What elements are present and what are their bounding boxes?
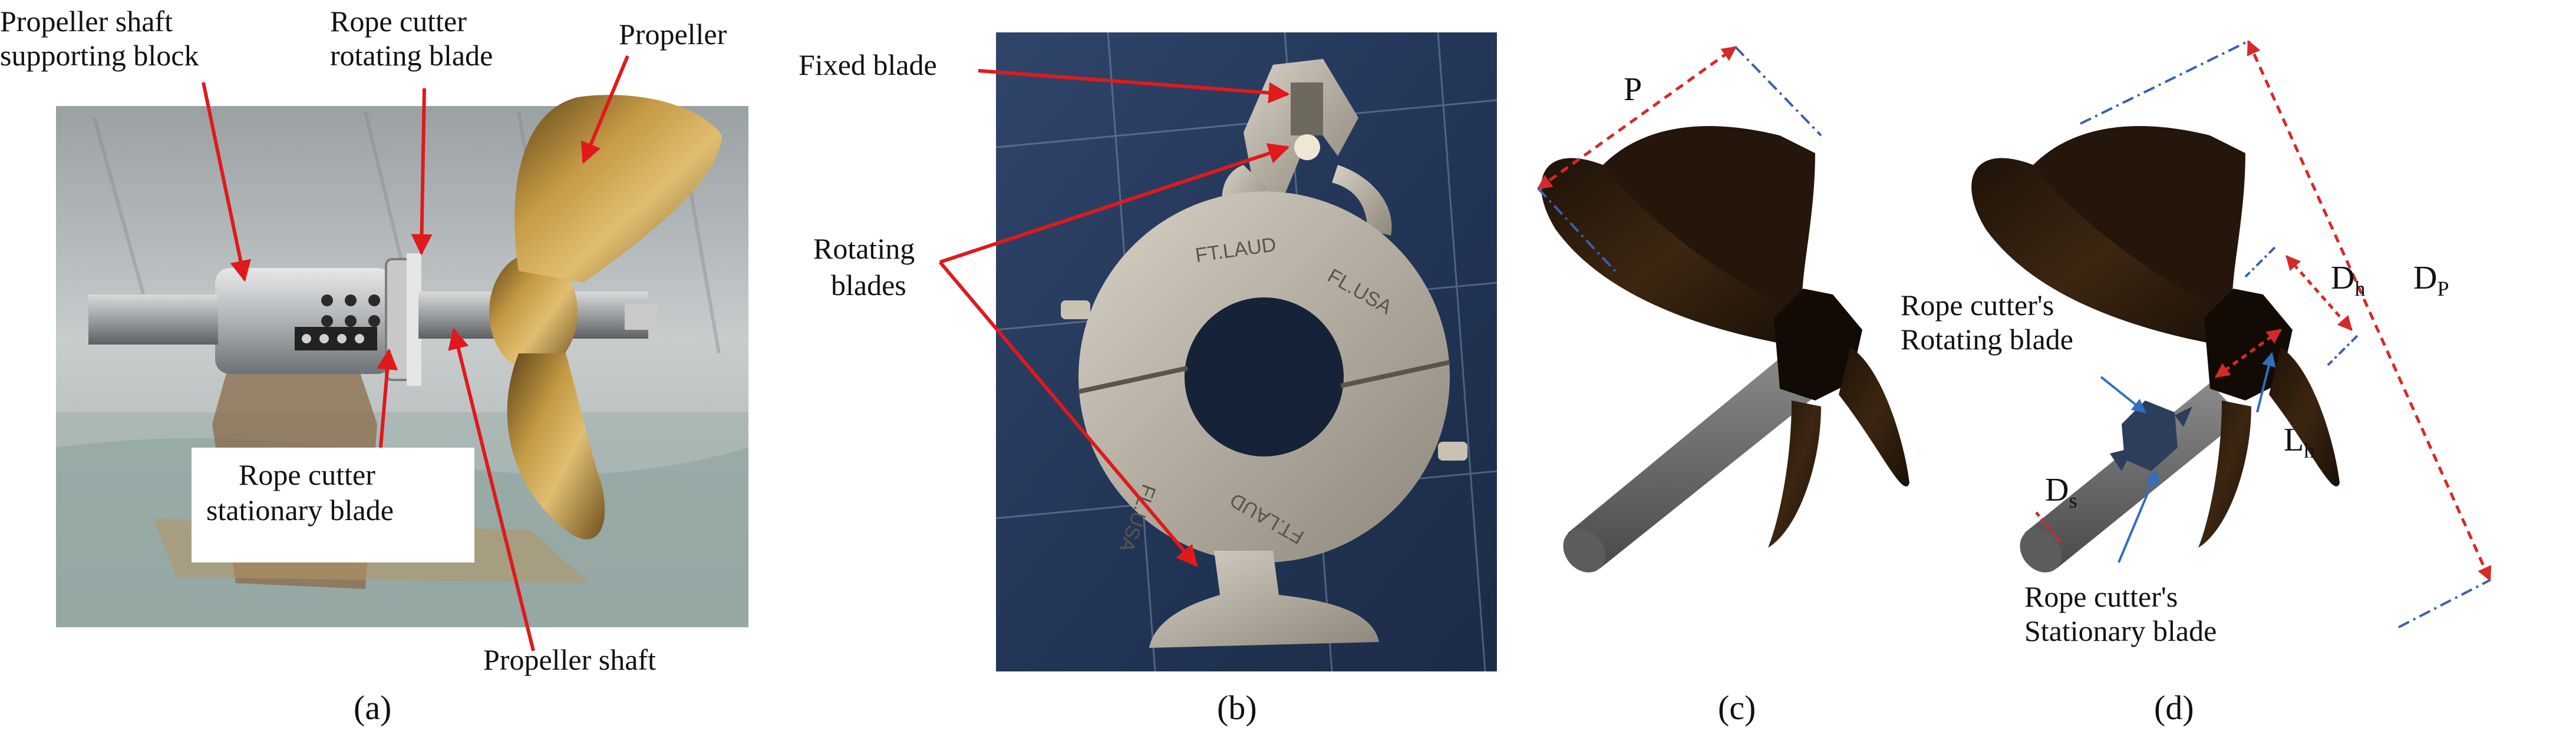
label-dp-main: D bbox=[2413, 260, 2438, 296]
label-dh: Dh bbox=[2331, 259, 2365, 301]
label-ds-main: D bbox=[2045, 472, 2069, 508]
panel-b-photo: FT.LAUD FL.USA FL.USA FT.LAUD bbox=[995, 32, 1498, 672]
panel-c-propeller bbox=[1541, 126, 1909, 572]
label-propeller: Propeller bbox=[619, 18, 727, 51]
caption-a: (a) bbox=[354, 689, 392, 727]
label-stationary-blade-line2: stationary blade bbox=[206, 494, 394, 527]
label-lh-sub: h bbox=[2304, 439, 2315, 463]
label-dp: DP bbox=[2413, 259, 2449, 301]
label-lh-main: L bbox=[2284, 422, 2304, 458]
panel-d-propeller bbox=[1971, 126, 2340, 572]
label-shaft-block-line2: supporting block bbox=[0, 39, 199, 72]
label-stationary-line1: Rope cutter's bbox=[2024, 580, 2178, 613]
panel-b-arrows bbox=[938, 69, 1290, 567]
panel-c-pitch-dimension bbox=[1536, 45, 1822, 275]
label-propeller-shaft: Propeller shaft bbox=[483, 643, 656, 676]
label-dh-main: D bbox=[2331, 260, 2355, 296]
caption-d: (d) bbox=[2154, 689, 2194, 727]
label-shaft-block-line1: Propeller shaft bbox=[0, 5, 173, 38]
label-stationary-line2: Stationary blade bbox=[2024, 614, 2217, 647]
label-pitch: P bbox=[1624, 71, 1642, 108]
label-dh-sub: h bbox=[2354, 277, 2366, 301]
label-rotating-blades-line1: Rotating bbox=[813, 232, 915, 265]
label-rotating-blade-line2: rotating blade bbox=[330, 39, 493, 72]
label-lh: Lh bbox=[2284, 421, 2314, 463]
stationary-blade-label-box bbox=[192, 448, 474, 562]
label-ds: Ds bbox=[2045, 471, 2077, 513]
label-stationary-blade-line1: Rope cutter bbox=[239, 458, 375, 491]
label-rotating-line1: Rope cutter's bbox=[1901, 289, 2054, 322]
label-fixed-blade: Fixed blade bbox=[799, 48, 937, 81]
panel-d-dimensions bbox=[2035, 39, 2492, 628]
panel-a-arrows bbox=[202, 55, 629, 651]
label-rotating-line2: Rotating blade bbox=[1901, 323, 2073, 356]
label-dp-sub: P bbox=[2437, 277, 2449, 301]
label-rotating-blades-line2: blades bbox=[831, 269, 906, 302]
label-rotating-blade-line1: Rope cutter bbox=[330, 5, 467, 38]
label-ds-sub: s bbox=[2069, 489, 2077, 513]
caption-b: (b) bbox=[1217, 689, 1257, 727]
caption-c: (c) bbox=[1718, 689, 1756, 727]
